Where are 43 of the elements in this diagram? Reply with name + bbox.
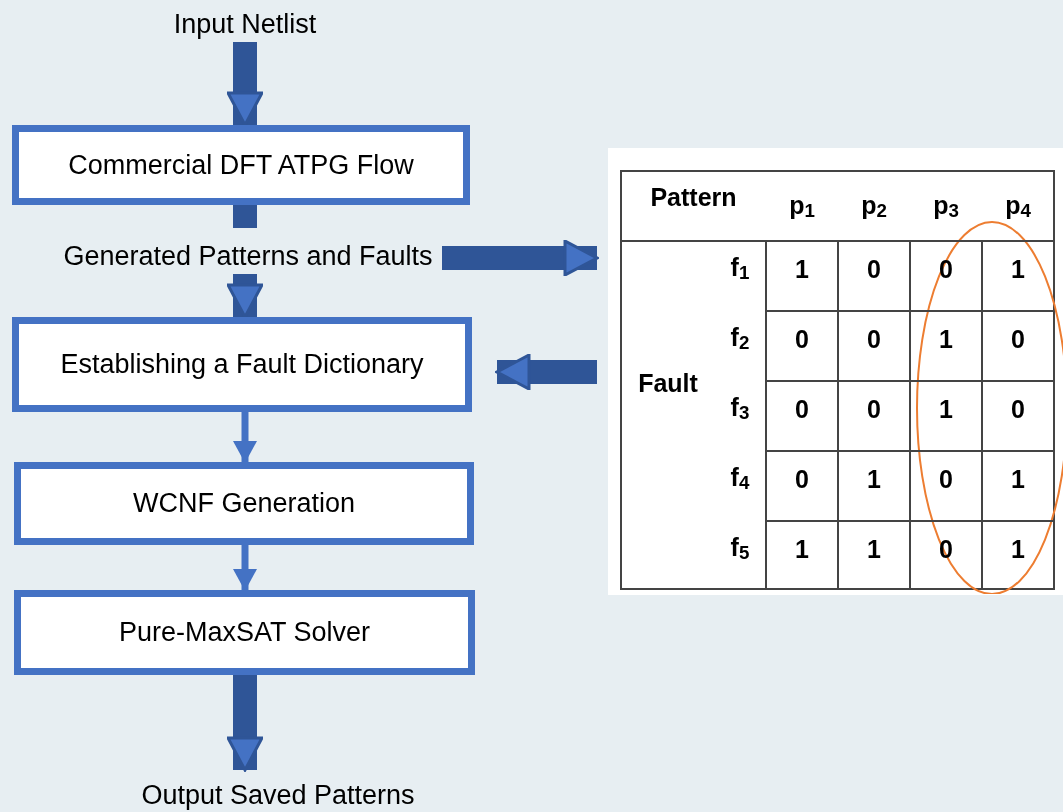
arrow [233,412,257,463]
table-value: 0 [1010,394,1026,426]
row-header: f$_{2}$ [729,322,751,355]
table-value: 0 [794,324,810,356]
table-value: 1 [794,254,810,286]
arrow [226,42,264,127]
table-value: 1 [938,324,954,356]
flow-label: Input Netlist [137,6,353,42]
arrow [233,545,257,591]
table-value: 0 [866,324,882,356]
table-value: 0 [794,394,810,426]
arrow [226,274,264,319]
process-box: Establishing a Fault Dictionary [12,317,472,412]
row-header: f$_{3}$ [729,392,751,425]
table-value: 1 [794,534,810,566]
arrow [226,675,264,772]
row-header: f$_{5}$ [729,532,751,565]
table-value: 1 [866,464,882,496]
table-value: 1 [1010,464,1026,496]
process-box: Commercial DFT ATPG Flow [12,125,470,205]
row-header: Fault [637,368,699,400]
table-value: 0 [866,254,882,286]
table-value: 0 [1010,324,1026,356]
table-value: 1 [1010,254,1026,286]
column-header: p$_{3}$ [932,190,960,223]
table-panel [608,148,1063,595]
table-value: 0 [938,464,954,496]
column-header: Pattern [649,182,738,214]
column-header: p$_{1}$ [788,190,816,223]
flow-label: Output Saved Patterns [120,778,436,812]
table-value: 1 [938,394,954,426]
row-header: f$_{4}$ [729,462,751,495]
column-header: p$_{4}$ [1004,190,1032,223]
table-value: 0 [866,394,882,426]
table-value: 1 [866,534,882,566]
table-value: 0 [794,464,810,496]
flow-label: Generated Patterns and Faults [56,238,440,274]
row-header: f$_{1}$ [729,252,751,285]
column-header: p$_{2}$ [860,190,888,223]
arrow [495,353,597,391]
process-box: WCNF Generation [14,462,474,545]
process-box: Pure-MaxSAT Solver [14,590,475,675]
table-value: 1 [1010,534,1026,566]
